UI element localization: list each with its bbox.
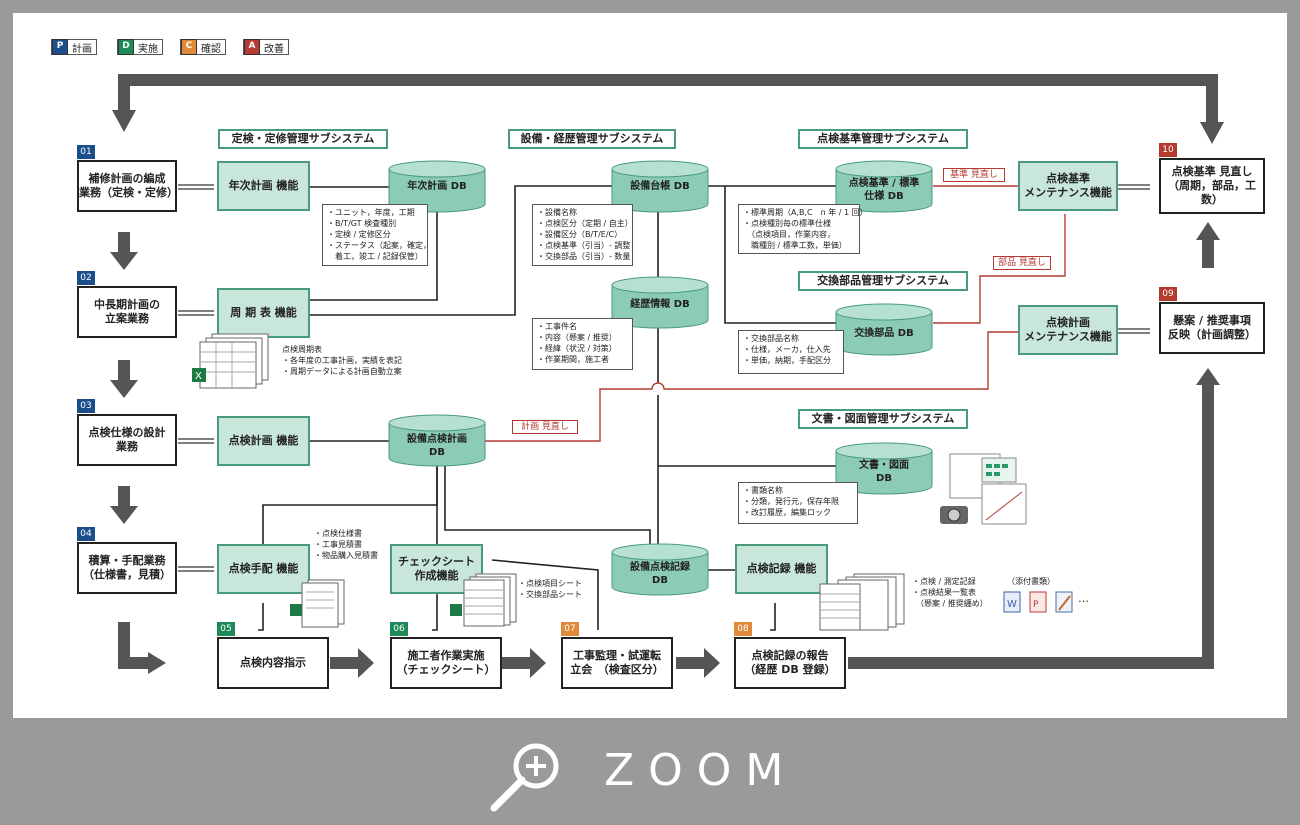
legend-act: A 改善 xyxy=(243,39,289,55)
step-badge-07: 07 xyxy=(561,622,579,636)
buhin-db-cylinder[interactable] xyxy=(835,303,933,357)
step-badge-01: 01 xyxy=(77,145,95,159)
step-badge-06: 06 xyxy=(390,622,408,636)
nenji-db-label: 年次計画 DB xyxy=(407,181,467,192)
keikaku-db-cylinder[interactable] xyxy=(388,414,486,468)
step-04-box[interactable]: 積算・手配業務 （仕様書，見積） xyxy=(77,542,177,594)
function-nenji[interactable]: 年次計画 機能 xyxy=(217,161,310,211)
kiroku-note: ・点検 / 測定記録・点検結果一覧表 （懸案 / 推奨纏め） xyxy=(912,577,988,608)
kijun-db-label: 点検基準 / 標準 仕様 DB xyxy=(848,178,920,202)
step-badge-08: 08 xyxy=(734,622,752,636)
attachment-file-icons: W P xyxy=(1003,591,1073,613)
keireki-db-label: 経歴情報 DB xyxy=(630,299,690,310)
shuki-spreadsheet-icon: X xyxy=(192,333,269,389)
step-06-box[interactable]: 施工者作業実施 （チェックシート） xyxy=(390,637,502,689)
svg-text:W: W xyxy=(1007,599,1017,610)
subsystem-setsubi: 設備・経歴管理サブシステム xyxy=(508,129,676,149)
subsystem-teiken: 定検・定修管理サブシステム xyxy=(218,129,388,149)
kiroku-db-label: 設備点検記録 DB xyxy=(630,562,690,586)
tehai-note: ・点検仕様書・工事見積書・物品購入見積書 xyxy=(314,529,378,560)
kijun-db-note: ・標準周期（A,B,C n 年 / 1 回）・点検種別毎の標準仕様 （点検項目，… xyxy=(738,204,868,254)
step-02-box[interactable]: 中長期計画の 立案業務 xyxy=(77,286,177,338)
daicho-db-label: 設備台帳 DB xyxy=(630,181,690,192)
legend-key: P xyxy=(52,39,68,55)
attach-ellipsis: … xyxy=(1078,592,1089,605)
kijun-minaoshi-label: 基準 見直し xyxy=(943,168,1005,182)
legend-key: C xyxy=(181,39,197,55)
subsystem-kijun: 点検基準管理サブシステム xyxy=(798,129,968,149)
legend-key: D xyxy=(118,39,134,55)
nenji-db-note: ・ユニット，年度，工期・B/T/GT 検査種別・定検 / 定修区分・ステータス（… xyxy=(322,204,431,266)
function-keikaku-maintenance[interactable]: 点検計画 メンテナンス機能 xyxy=(1018,305,1118,355)
step-08-box[interactable]: 点検記録の報告 （経歴 DB 登録） xyxy=(734,637,846,689)
subsystem-koukan: 交換部品管理サブシステム xyxy=(798,271,968,291)
function-kiroku[interactable]: 点検記録 機能 xyxy=(735,544,828,594)
legend-do: D 実施 xyxy=(117,39,163,55)
step-10-box[interactable]: 点検基準 見直し （周期，部品，工数） xyxy=(1159,158,1265,214)
subsystem-bunsho: 文書・図面管理サブシステム xyxy=(798,409,968,429)
step-badge-05: 05 xyxy=(217,622,235,636)
keikaku-db-label: 設備点検計画 DB xyxy=(407,434,467,458)
zoom-button-label[interactable]: ZOOM xyxy=(604,745,798,796)
legend-label: 確認 xyxy=(201,43,221,55)
check-sheet-icon xyxy=(450,573,517,627)
legend-label: 計画 xyxy=(72,43,92,55)
zoom-in-icon[interactable] xyxy=(488,736,566,814)
legend-check: C 確認 xyxy=(180,39,226,55)
drawing-camera-icon xyxy=(940,453,1027,525)
legend-label: 実施 xyxy=(138,43,158,55)
buhin-db-note: ・交換部品名称・仕様，メーカ，仕入先・単価，納期，手配区分 xyxy=(738,330,844,374)
daicho-db-cylinder[interactable] xyxy=(611,160,709,214)
step-badge-04: 04 xyxy=(77,527,95,541)
attach-note: （添付書類） xyxy=(1007,577,1055,586)
feedback-loop-top xyxy=(118,74,1218,128)
legend-label: 改善 xyxy=(264,43,284,55)
step-badge-03: 03 xyxy=(77,399,95,413)
step-badge-10: 10 xyxy=(1159,143,1177,157)
feedback-loop-bottom xyxy=(848,380,1214,669)
function-tehai[interactable]: 点検手配 機能 xyxy=(217,544,310,594)
step-badge-09: 09 xyxy=(1159,287,1177,301)
keikaku-minaoshi-label: 計画 見直し xyxy=(512,420,578,434)
kijun-db-cylinder[interactable] xyxy=(835,160,933,214)
step-09-box[interactable]: 懸案 / 推奨事項 反映（計画調整） xyxy=(1159,302,1265,354)
function-kijun-maintenance[interactable]: 点検基準 メンテナンス機能 xyxy=(1018,161,1118,211)
function-shuki[interactable]: 周 期 表 機能 xyxy=(217,288,310,338)
tehai-document-icon xyxy=(290,579,345,628)
step-03-box[interactable]: 点検仕様の設計 業務 xyxy=(77,414,177,466)
svg-text:P: P xyxy=(1033,600,1039,610)
shuki-note: 点検周期表・各年度の工事計画，実績を表記・周期データによる計画自動立案 xyxy=(282,345,402,376)
bunsho-db-note: ・書類名称・分類，発行元，保存年限・改訂履歴，編集ロック xyxy=(738,482,858,524)
kiroku-db-cylinder[interactable] xyxy=(611,543,709,597)
kiroku-document-icon xyxy=(819,573,905,631)
step-07-box[interactable]: 工事監理・試運転 立会 （検査区分） xyxy=(561,637,673,689)
step-badge-02: 02 xyxy=(77,271,95,285)
keireki-db-note: ・工事件名・内容（懸案 / 推奨）・経緯（状況 / 対策）・作業期間，施工者 xyxy=(532,318,633,370)
function-tenken-keikaku[interactable]: 点検計画 機能 xyxy=(217,416,310,466)
daicho-db-note: ・設備名称・点検区分（定期 / 自主）・設備区分（B/T/E/C）・点検基準（引… xyxy=(532,204,633,266)
buhin-db-label: 交換部品 DB xyxy=(854,328,914,339)
keireki-db-cylinder[interactable] xyxy=(611,276,709,330)
bunsho-db-label: 文書・図面 DB xyxy=(859,460,909,484)
nenji-db-cylinder[interactable] xyxy=(388,160,486,214)
svg-text:X: X xyxy=(195,371,202,382)
buhin-minaoshi-label: 部品 見直し xyxy=(993,256,1051,270)
legend-plan: P 計画 xyxy=(51,39,97,55)
check-note: ・点検項目シート・交換部品シート xyxy=(518,579,582,599)
bunsho-db-cylinder[interactable] xyxy=(835,442,933,496)
legend-key: A xyxy=(244,39,260,55)
step-05-box[interactable]: 点検内容指示 xyxy=(217,637,329,689)
step-01-box[interactable]: 補修計画の編成 業務（定検・定修） xyxy=(77,160,178,212)
